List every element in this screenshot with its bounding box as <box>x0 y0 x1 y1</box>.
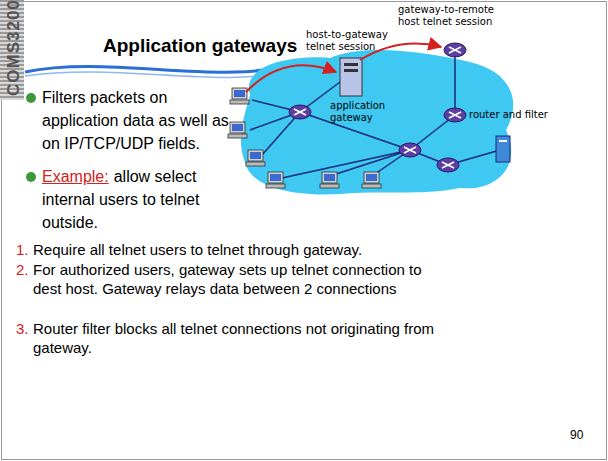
bullet-dot <box>26 93 36 103</box>
router-symbol <box>437 158 459 172</box>
bullet-paragraph: Example:allow select internal users to t… <box>42 165 237 234</box>
link <box>282 150 410 178</box>
step-text: Require all telnet users to telnet throu… <box>33 240 593 259</box>
component-label: application gateway <box>330 100 392 124</box>
example-label: Example: <box>42 168 109 185</box>
slide-title: Application gateways <box>103 35 297 57</box>
host-computer <box>320 172 339 188</box>
network-links <box>250 55 500 178</box>
page-number: 90 <box>570 428 583 442</box>
swoosh-line <box>25 70 292 77</box>
step-text: Router filter blocks all telnet connecti… <box>33 319 463 357</box>
host-computer <box>246 150 265 166</box>
swoosh-line <box>25 62 298 72</box>
session-label: gateway-to-remote host telnet session <box>398 4 502 28</box>
router-symbol <box>399 143 421 157</box>
step-number: 3. <box>16 319 29 338</box>
router-symbol <box>444 43 466 57</box>
remote-server <box>496 136 510 162</box>
host-computer <box>362 172 381 188</box>
side-stripe <box>0 0 24 100</box>
host-computer <box>228 122 247 138</box>
step-text: For authorized users, gateway sets up te… <box>33 260 453 298</box>
link <box>454 55 456 115</box>
bullet-text: Filters packets on application data as w… <box>42 86 237 155</box>
router-symbol <box>444 108 466 122</box>
bullet-dot <box>26 172 36 182</box>
router-symbol <box>289 105 311 119</box>
host-computer <box>266 172 285 188</box>
step-number: 1. <box>16 240 29 259</box>
host-computer <box>230 88 249 104</box>
component-label: router and filter <box>469 109 548 121</box>
session-arrow <box>246 65 336 92</box>
network-cloud <box>241 50 513 195</box>
course-code: COMS3200 <box>4 0 24 96</box>
step-number: 2. <box>16 260 29 279</box>
gateway-server <box>340 58 362 96</box>
session-label: host-to-gateway telnet session <box>306 29 398 53</box>
